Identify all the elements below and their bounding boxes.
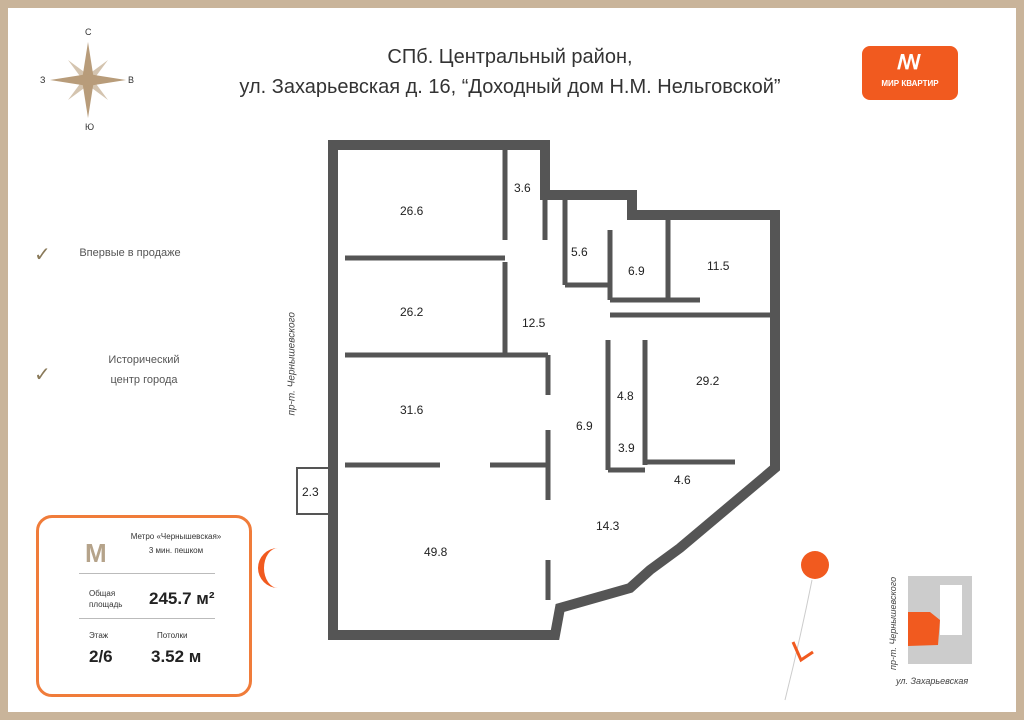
room-area-label: 2.3 [302, 485, 319, 499]
room-area-label: 49.8 [424, 545, 448, 559]
metro-icon: M [85, 538, 107, 568]
divider [79, 573, 215, 574]
balcony-wall [296, 467, 334, 515]
brand-logo: ꟿ МИР КВАРТИР [862, 46, 958, 100]
floor-label: Этаж [89, 631, 109, 640]
room-area-label: 3.6 [514, 181, 531, 195]
feature-line: Исторический [108, 354, 180, 366]
map-street-bottom: ул. Захарьевская [896, 676, 969, 686]
metro-info: Метро «Чернышевская» 3 мин. пешком [121, 530, 231, 558]
room-area-label: 31.6 [400, 403, 424, 417]
logo-text: МИР КВАРТИР [881, 79, 939, 88]
check-icon: ✓ [34, 364, 51, 386]
compass-rose: С В Ю З [40, 27, 134, 132]
south-label: Ю [85, 122, 94, 132]
west-label: З [40, 75, 45, 85]
metro-walk-time: 3 мин. пешком [148, 546, 204, 555]
room-area-label: 26.2 [400, 305, 424, 319]
total-area-value: 245.7 м² [149, 589, 215, 608]
room-area-label: 6.9 [576, 419, 593, 433]
outer-wall [328, 140, 780, 640]
area-label-line: площадь [89, 600, 123, 609]
ceiling-value: 3.52 м [151, 647, 202, 666]
area-label-line: Общая [89, 589, 116, 598]
info-card: M Метро «Чернышевская» 3 мин. пешком Обща… [36, 515, 252, 697]
location-map [908, 576, 972, 664]
moon-icon [258, 548, 278, 588]
room-area-label: 6.9 [628, 264, 645, 278]
page-title: СПб. Центральный район, ул. Захарьевская … [200, 42, 820, 102]
room-area-label: 29.2 [696, 374, 720, 388]
area-label: Общая площадь [89, 588, 122, 610]
metro-station: Метро «Чернышевская» [130, 532, 222, 541]
room-area-label: 26.6 [400, 204, 424, 218]
room-area-label: 5.6 [571, 245, 588, 259]
map-street-left: пр-т. Чернышевского [888, 576, 898, 670]
feature-line: центр города [110, 374, 178, 386]
ceiling-label: Потолки [157, 631, 188, 640]
sun-flower-icon [784, 551, 829, 701]
room-area-label: 14.3 [596, 519, 620, 533]
north-label: С [85, 27, 92, 37]
logo-mark-icon: ꟿ [897, 52, 923, 74]
check-icon: ✓ [34, 244, 51, 266]
title-line-1: СПб. Центральный район, [387, 46, 633, 68]
room-area-label: 3.9 [618, 441, 635, 455]
room-area-label: 12.5 [522, 316, 546, 330]
feature-historic-center: Исторический центр города [84, 350, 204, 390]
divider [79, 618, 215, 619]
room-area-label: 4.6 [674, 473, 691, 487]
feature-first-sale: Впервые в продаже [79, 247, 181, 259]
room-area-label: 11.5 [707, 259, 730, 273]
east-label: В [128, 75, 134, 85]
title-line-2: ул. Захарьевская д. 16, “Доходный дом Н.… [239, 76, 781, 98]
floor-value: 2/6 [89, 647, 113, 666]
room-area-label: 4.8 [617, 389, 634, 403]
room-labels: 26.6 3.6 5.6 6.9 11.5 26.2 12.5 29.2 4.8… [302, 181, 730, 559]
